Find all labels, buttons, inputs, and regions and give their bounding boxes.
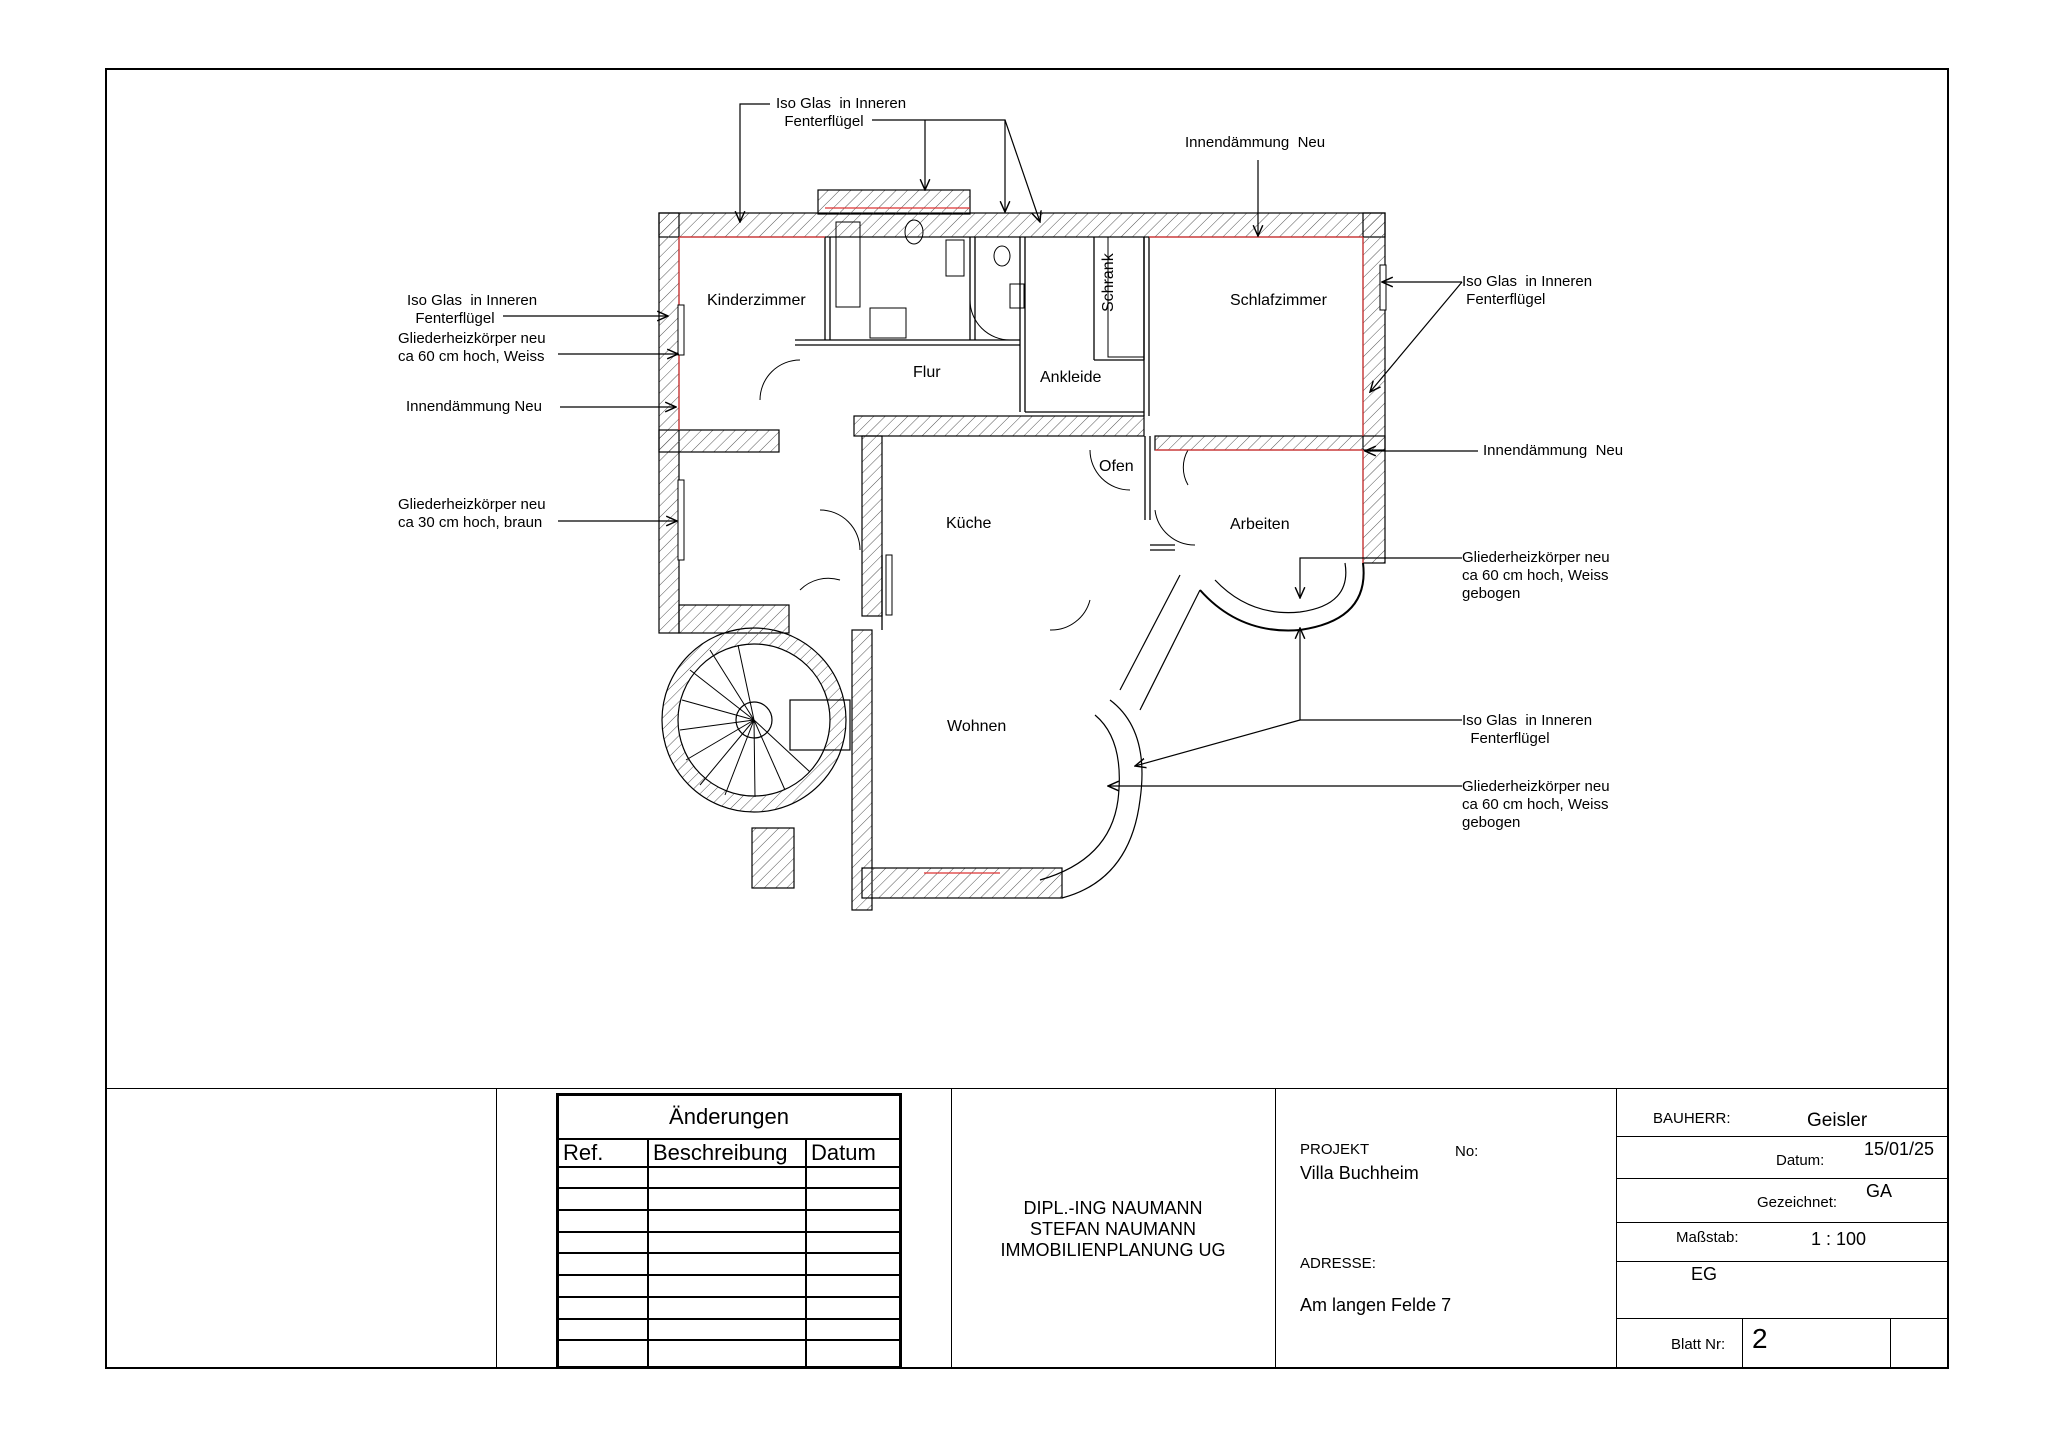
changes-header-datum: Datum <box>805 1137 902 1168</box>
title-block-cell-divider <box>1890 1318 1891 1369</box>
title-block-row-line <box>1616 1261 1949 1262</box>
changes-header-beschreibung: Beschreibung <box>647 1137 807 1168</box>
bauherr-label: BAUHERR: <box>1653 1110 1731 1127</box>
annotation-left-heizkoerper-60: Gliederheizkörper neu ca 60 cm hoch, Wei… <box>398 330 546 365</box>
table-row <box>556 1295 902 1320</box>
outer-walls <box>658 189 1386 911</box>
curved-walls <box>661 562 1365 899</box>
project-name: Villa Buchheim <box>1300 1163 1419 1183</box>
table-row <box>556 1165 902 1190</box>
title-block-divider <box>1616 1088 1617 1369</box>
title-block-divider <box>1275 1088 1276 1369</box>
geschoss-value: EG <box>1691 1264 1718 1284</box>
address-label: ADRESSE: <box>1300 1255 1376 1272</box>
blatt-value: 2 <box>1752 1323 1768 1354</box>
company-block: DIPL.-ING NAUMANN STEFAN NAUMANN IMMOBIL… <box>951 1198 1275 1261</box>
blatt-label: Blatt Nr: <box>1671 1336 1726 1353</box>
changes-header-ref: Ref. <box>556 1137 649 1168</box>
annotation-right-iso-glas-2: Iso Glas in Inneren Fenterflügel <box>1462 712 1593 747</box>
annotation-right-heizkoerper-gebogen: Gliederheizkörper neu ca 60 cm hoch, Wei… <box>1462 549 1610 602</box>
room-ofen: Ofen <box>1099 458 1134 475</box>
room-arbeiten: Arbeiten <box>1230 516 1290 533</box>
leader-lines <box>503 103 1478 786</box>
door-swings <box>759 299 1196 631</box>
datum-label: Datum: <box>1776 1152 1825 1169</box>
title-block-divider <box>951 1088 952 1369</box>
table-row <box>556 1317 902 1342</box>
annotation-left-heizkoerper-30: Gliederheizkörper neu ca 30 cm hoch, bra… <box>398 496 546 531</box>
table-row <box>556 1187 902 1211</box>
annotation-right-iso-glas: Iso Glas in Inneren Fenterflügel <box>1462 273 1593 308</box>
title-block-row-line <box>1616 1318 1949 1319</box>
massstab-value: 1 : 100 <box>1811 1229 1867 1249</box>
title-block-cell-divider <box>1742 1318 1743 1369</box>
title-block-row-line <box>1616 1222 1949 1223</box>
title-block-row-line <box>1616 1178 1949 1179</box>
room-kinderzimmer: Kinderzimmer <box>707 292 806 309</box>
annotation-right-innendaemmung: Innendämmung Neu <box>1483 442 1624 459</box>
datum-value: 15/01/25 <box>1864 1139 1935 1159</box>
company-line-2: STEFAN NAUMANN <box>1029 1219 1197 1239</box>
room-wohnen: Wohnen <box>947 718 1007 735</box>
address-value: Am langen Felde 7 <box>1300 1295 1452 1315</box>
project-no-label: No: <box>1455 1143 1479 1160</box>
project-label: PROJEKT <box>1300 1141 1370 1158</box>
room-schrank: Schrank <box>1100 253 1117 312</box>
bathroom-fixtures <box>835 219 1145 358</box>
annotation-left-innendaemmung: Innendämmung Neu <box>406 398 542 415</box>
table-row <box>556 1252 902 1277</box>
changes-table-title: Änderungen <box>556 1093 902 1140</box>
room-flur: Flur <box>913 364 941 381</box>
annotation-left-iso-glas: Iso Glas in Inneren Fenterflügel <box>407 292 538 327</box>
annotation-top-innendaemmung: Innendämmung Neu <box>1185 134 1326 151</box>
room-ankleide: Ankleide <box>1040 369 1102 386</box>
company-line-3: IMMOBILIENPLANUNG UG <box>1000 1240 1226 1260</box>
title-block-row-line <box>1616 1136 1949 1137</box>
table-row <box>556 1339 902 1369</box>
gezeichnet-value: GA <box>1866 1181 1893 1201</box>
title-block-top-line <box>105 1088 1949 1089</box>
table-row <box>556 1208 902 1233</box>
massstab-label: Maßstab: <box>1676 1229 1739 1246</box>
table-row <box>556 1230 902 1255</box>
gezeichnet-label: Gezeichnet: <box>1757 1194 1838 1211</box>
annotation-right-heizkoerper-gebogen-2: Gliederheizkörper neu ca 60 cm hoch, Wei… <box>1462 778 1610 831</box>
changes-table: Änderungen Ref. Beschreibung Datum <box>556 1093 902 1369</box>
room-schlafzimmer: Schlafzimmer <box>1230 292 1327 309</box>
annotation-top-iso-glas: Iso Glas in Inneren Fenterflügel <box>776 95 907 130</box>
company-line-1: DIPL.-ING NAUMANN <box>1023 1198 1203 1218</box>
bauherr-value: Geisler <box>1807 1110 1868 1131</box>
room-kueche: Küche <box>946 515 992 532</box>
drawing-frame <box>105 68 1949 1369</box>
title-block-divider <box>496 1088 497 1369</box>
table-row <box>556 1274 902 1298</box>
